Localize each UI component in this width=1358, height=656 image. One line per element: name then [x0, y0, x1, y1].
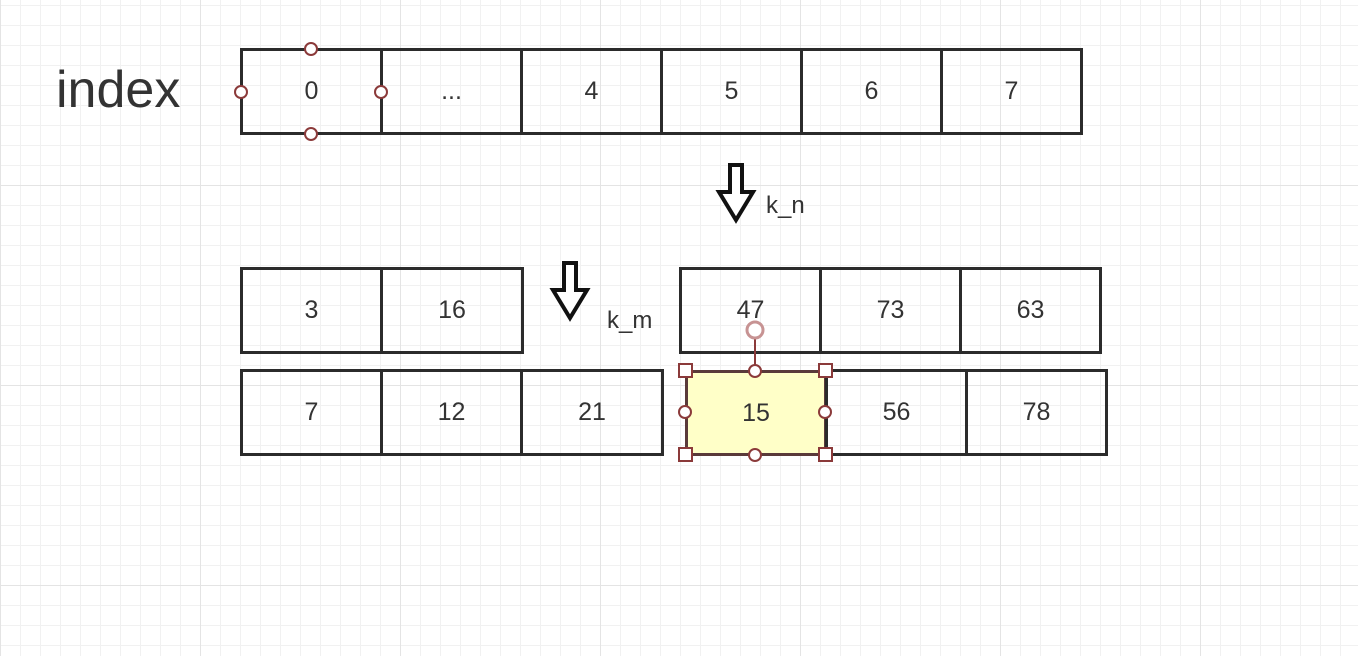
left-bottom-cell[interactable]: 7: [240, 369, 383, 456]
right-top-cell[interactable]: 73: [819, 267, 962, 354]
right-bottom-cell[interactable]: 56: [825, 369, 968, 456]
arrow-label-k-m: k_m: [607, 307, 653, 334]
right-top-cell[interactable]: 47: [679, 267, 822, 354]
selected-cell[interactable]: 15: [685, 370, 827, 456]
left-top-cell[interactable]: 3: [240, 267, 383, 354]
left-bottom-cell[interactable]: 21: [520, 369, 664, 456]
arrow-label-k-n: k_n: [766, 192, 805, 219]
down-arrow-icon: [715, 163, 757, 224]
left-bottom-cell[interactable]: 12: [380, 369, 523, 456]
down-arrow-icon: [549, 261, 591, 322]
right-bottom-cell[interactable]: 78: [965, 369, 1108, 456]
index-cell-0[interactable]: 0: [240, 48, 383, 135]
left-top-cell[interactable]: 16: [380, 267, 524, 354]
index-cell-5[interactable]: 5: [660, 48, 803, 135]
index-title: index: [56, 61, 181, 119]
right-top-cell[interactable]: 63: [959, 267, 1102, 354]
index-cell-7[interactable]: 7: [940, 48, 1083, 135]
index-cell-4[interactable]: 4: [520, 48, 663, 135]
index-cell-ellipsis[interactable]: ...: [380, 48, 523, 135]
index-cell-6[interactable]: 6: [800, 48, 943, 135]
